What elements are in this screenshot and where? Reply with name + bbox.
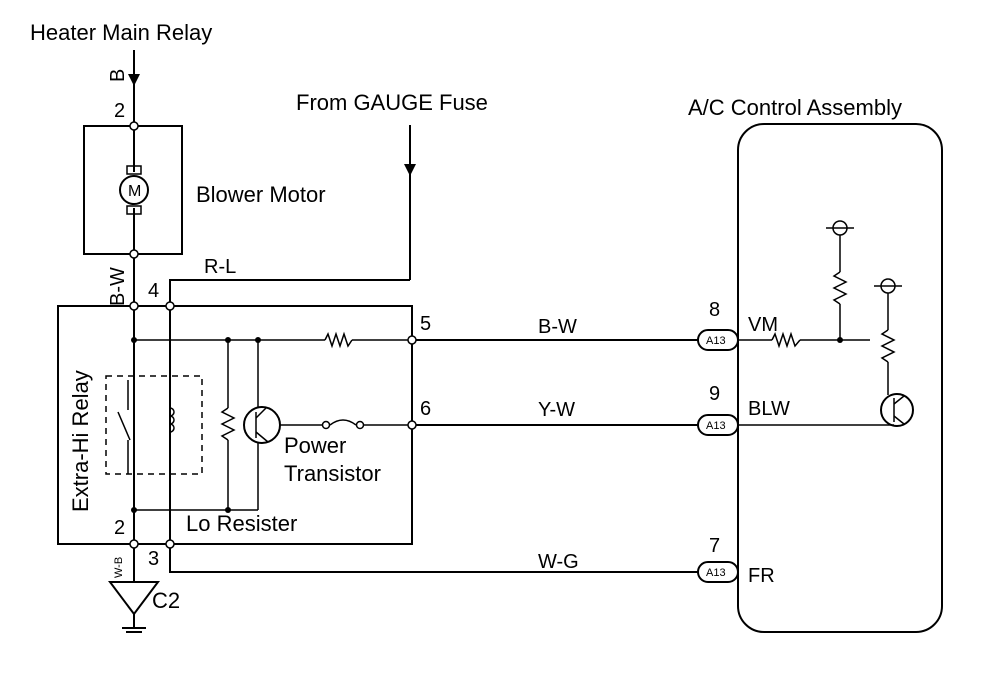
ac-pullup-resistor (832, 271, 848, 305)
junction-4 (225, 507, 231, 513)
wire-w-b-label: W-B (113, 557, 125, 578)
wire-b-w-label: B-W (538, 316, 577, 338)
extra-hi-relay-label: Extra-Hi Relay (68, 370, 93, 512)
heater-main-relay-label: Heater Main Relay (30, 20, 212, 45)
terminal-relay-3 (165, 539, 175, 549)
ground-c2-icon (108, 581, 160, 616)
wire-b-w-vertical-label: B-W (107, 267, 129, 306)
ac-pullup2-resistor (880, 329, 896, 363)
resistor-symbol-1 (324, 331, 353, 349)
blower-motor-label: Blower Motor (196, 182, 326, 207)
ac-control-assembly-box (737, 123, 943, 633)
connector-blw-label: A13 (706, 420, 726, 432)
transistor-collector (255, 407, 267, 419)
motor-brush-bottom (126, 205, 142, 215)
motor-brush-top (126, 165, 142, 175)
pin-6: 6 (420, 398, 431, 420)
lo-resister-label: Lo Resister (186, 511, 297, 536)
relay-coil-icon (169, 407, 175, 433)
feed-arrow-gauge (404, 164, 416, 176)
ac-transistor-icon (880, 393, 914, 427)
power-transistor-label-1: Power (284, 433, 346, 458)
terminal-relay-2 (129, 539, 139, 549)
ac-vm-resistor (771, 331, 801, 349)
pin-5: 5 (420, 313, 431, 335)
junction-2 (225, 337, 231, 343)
pin-9: 9 (709, 383, 720, 405)
wire-r-l-label: R-L (204, 256, 236, 278)
junction-1 (131, 337, 137, 343)
relay-dashed-box (105, 375, 203, 475)
terminal-vm-label: VM (748, 314, 778, 336)
pin-8: 8 (709, 299, 720, 321)
ac-transistor-emitter (893, 415, 905, 425)
terminal-relay-top-left (129, 301, 139, 311)
terminal-relay-4 (165, 301, 175, 311)
pin-relay-2: 2 (114, 517, 125, 539)
ac-transistor-collector (893, 395, 905, 405)
transistor-emitter (255, 431, 269, 443)
from-gauge-fuse-label: From GAUGE Fuse (296, 90, 488, 115)
fuse-link-terminal-left (321, 420, 331, 430)
wire-w-g-label: W-G (538, 551, 579, 573)
pin-relay-3: 3 (148, 548, 159, 570)
pin-relay-4: 4 (148, 280, 159, 302)
wire-r-l (169, 279, 410, 544)
lo-resister-symbol (220, 407, 236, 441)
power-transistor-label-2: Transistor (284, 461, 381, 486)
feed-arrow-heater (128, 74, 140, 86)
wire-b-label: B (107, 69, 129, 82)
pin-motor-2: 2 (114, 100, 125, 122)
terminal-6 (407, 420, 417, 430)
junction-3 (255, 337, 261, 343)
connector-fr (697, 561, 739, 583)
motor-icon (119, 175, 149, 205)
wire-y-w-label: Y-W (538, 399, 575, 421)
connector-vm-label: A13 (706, 335, 726, 347)
junction-5 (131, 507, 137, 513)
connector-fr-label: A13 (706, 567, 726, 579)
ground-c2-label: C2 (152, 588, 180, 613)
pin-7: 7 (709, 535, 720, 557)
fuse-link-icon (329, 419, 357, 426)
ac-junction-vm (837, 337, 843, 343)
terminal-blw-label: BLW (748, 398, 790, 420)
fuse-link-terminal-right (355, 420, 365, 430)
ac-control-assembly-label: A/C Control Assembly (688, 95, 902, 120)
wire-w-g (169, 544, 698, 573)
terminal-motor-2 (129, 121, 139, 131)
relay-switch-contact (117, 411, 131, 441)
terminal-fr-label: FR (748, 565, 775, 587)
terminal-5 (407, 335, 417, 345)
motor-symbol: M (128, 183, 141, 200)
terminal-motor-bottom (129, 249, 139, 259)
